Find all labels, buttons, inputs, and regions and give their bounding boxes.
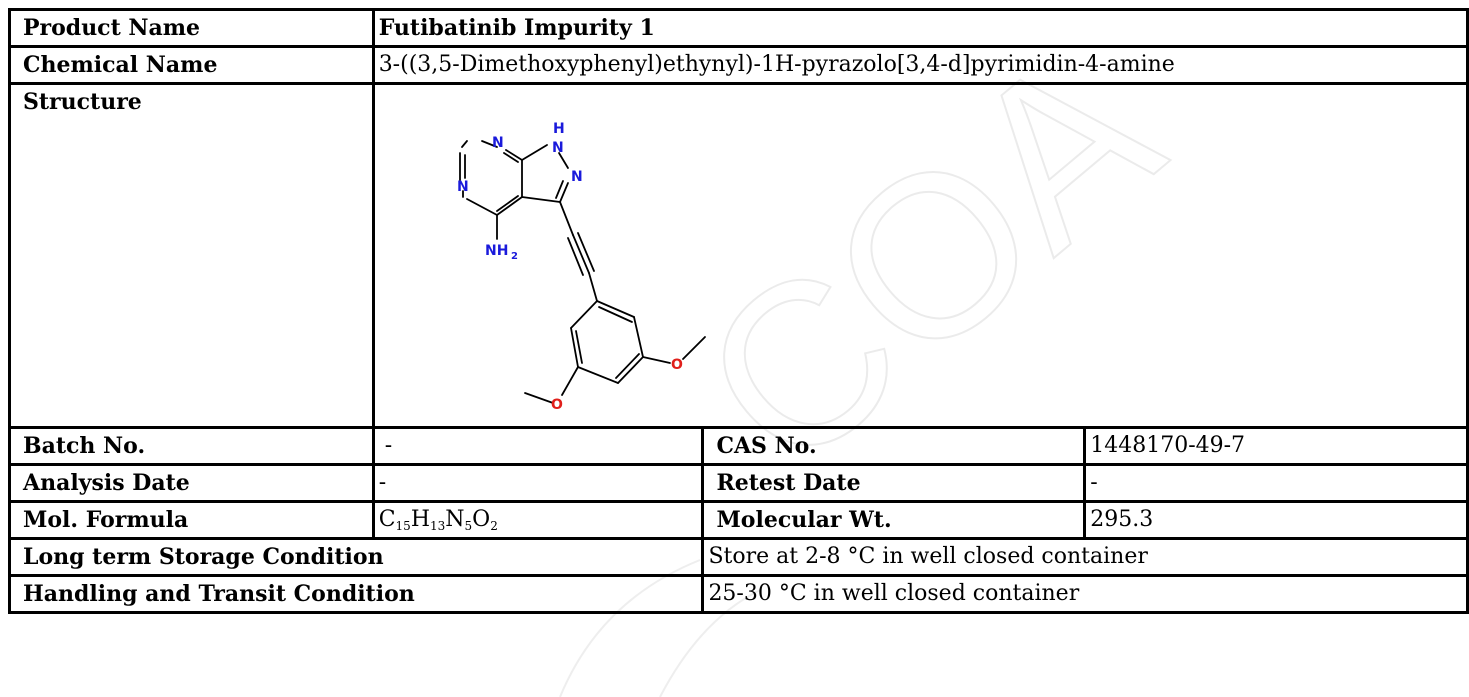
row-storage: Long term Storage Condition Store at 2-8…: [7, 537, 1469, 577]
product-name-value: Futibatinib Impurity 1: [371, 8, 1469, 48]
atom-o1: O: [671, 357, 683, 373]
row-product-name: Product Name Futibatinib Impurity 1: [8, 8, 1469, 48]
coa-table: Product Name Futibatinib Impurity 1 Chem…: [7, 8, 1469, 614]
analysis-date-value: -: [371, 463, 705, 503]
structure-label: Structure: [8, 82, 375, 429]
cas-no-value: 1448170-49-7: [1083, 426, 1469, 466]
retest-date-value: -: [1083, 463, 1469, 503]
row-formula-weight: Mol. Formula C15H13N5O2 Molecular Wt. 29…: [8, 500, 1469, 540]
cas-no-label: CAS No.: [701, 426, 1087, 466]
atom-nh: N: [552, 140, 564, 156]
product-name-label: Product Name: [8, 8, 375, 48]
row-chemical-name: Chemical Name 3-((3,5-Dimethoxyphenyl)et…: [8, 45, 1469, 85]
atom-n-pyrazole: N: [571, 169, 583, 185]
storage-label: Long term Storage Condition: [7, 537, 705, 577]
batch-no-value: -: [371, 426, 705, 466]
atom-nh2: NH: [485, 243, 508, 259]
row-structure: Structure: [8, 82, 1469, 429]
molecular-wt-value: 295.3: [1083, 500, 1469, 540]
atom-n3: N: [457, 179, 469, 195]
molecular-wt-label: Molecular Wt.: [701, 500, 1087, 540]
atom-n1: N: [492, 135, 504, 151]
atom-o2: O: [551, 397, 563, 413]
mol-formula-value: C15H13N5O2: [371, 500, 705, 540]
handling-label: Handling and Transit Condition: [7, 574, 705, 614]
batch-no-label: Batch No.: [8, 426, 375, 466]
retest-date-label: Retest Date: [701, 463, 1087, 503]
chemical-name-value: 3-((3,5-Dimethoxyphenyl)ethynyl)-1H-pyra…: [371, 45, 1469, 85]
storage-value: Store at 2-8 °C in well closed container: [701, 537, 1469, 577]
row-dates: Analysis Date - Retest Date -: [8, 463, 1469, 503]
chemical-name-label: Chemical Name: [8, 45, 375, 85]
analysis-date-label: Analysis Date: [8, 463, 375, 503]
atom-nh2-sub: 2: [511, 251, 518, 262]
row-batch-cas: Batch No. - CAS No. 1448170-49-7: [8, 426, 1469, 466]
chemical-structure-image: N H N N N NH 2 O O: [457, 121, 706, 413]
row-handling: Handling and Transit Condition 25-30 °C …: [7, 574, 1469, 614]
atom-h: H: [553, 121, 565, 137]
mol-formula-label: Mol. Formula: [8, 500, 375, 540]
structure-cell: N H N N N NH 2 O O: [371, 82, 1469, 429]
handling-value: 25-30 °C in well closed container: [701, 574, 1469, 614]
